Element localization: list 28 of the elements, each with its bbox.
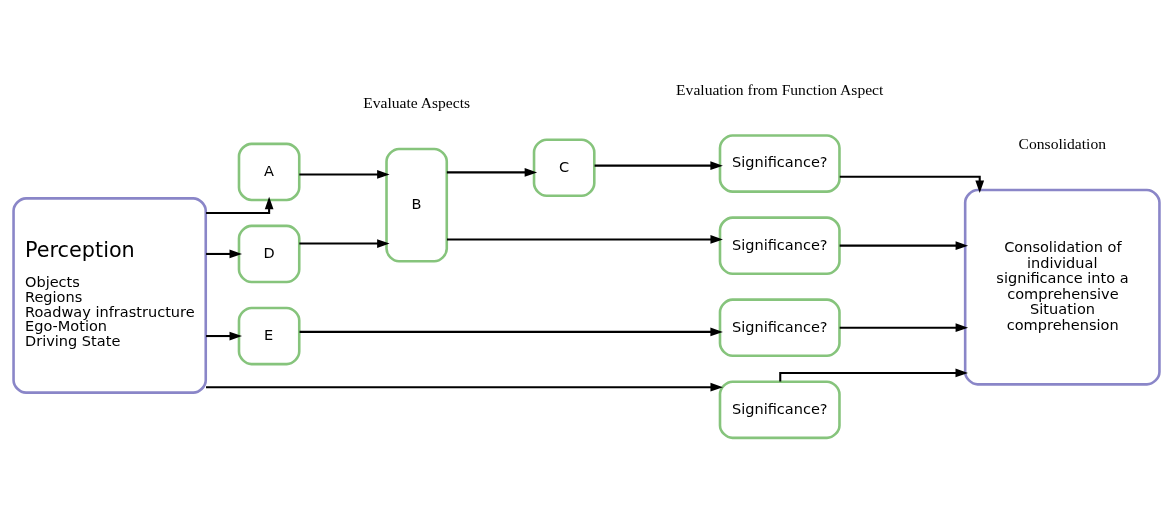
arrow bbox=[839, 323, 969, 333]
node-box: Significance? bbox=[718, 134, 841, 193]
arrow bbox=[446, 168, 538, 177]
node-box: Significance? bbox=[718, 380, 841, 440]
arrow bbox=[206, 382, 723, 392]
arrow bbox=[779, 368, 968, 382]
node-box: C bbox=[532, 138, 596, 198]
node-box: Perception Objects Regions Roadway infrastructure Ego-Motion Driving State bbox=[12, 197, 208, 394]
node-box: A bbox=[237, 142, 301, 202]
label: Evaluation from Function Aspect bbox=[676, 80, 884, 98]
arrow bbox=[299, 239, 390, 248]
label: Consolidation bbox=[1018, 134, 1107, 152]
arrow bbox=[594, 161, 723, 171]
arrow bbox=[447, 235, 723, 244]
arrow bbox=[206, 249, 243, 259]
node-box: Significance? bbox=[718, 216, 841, 275]
node-box: D bbox=[237, 224, 301, 284]
node-box: E bbox=[237, 306, 301, 366]
node-box: B bbox=[385, 147, 449, 263]
arrow bbox=[299, 327, 723, 337]
arrow bbox=[299, 170, 390, 179]
label: Evaluate Aspects bbox=[363, 94, 471, 111]
node-box: Significance? bbox=[718, 298, 841, 358]
arrow bbox=[839, 175, 985, 194]
arrow bbox=[206, 331, 243, 341]
arrow bbox=[206, 196, 274, 214]
arrow bbox=[839, 241, 969, 251]
node-box: Consolidation of individual significance into a comprehensive Situation comprehension bbox=[963, 188, 1161, 386]
